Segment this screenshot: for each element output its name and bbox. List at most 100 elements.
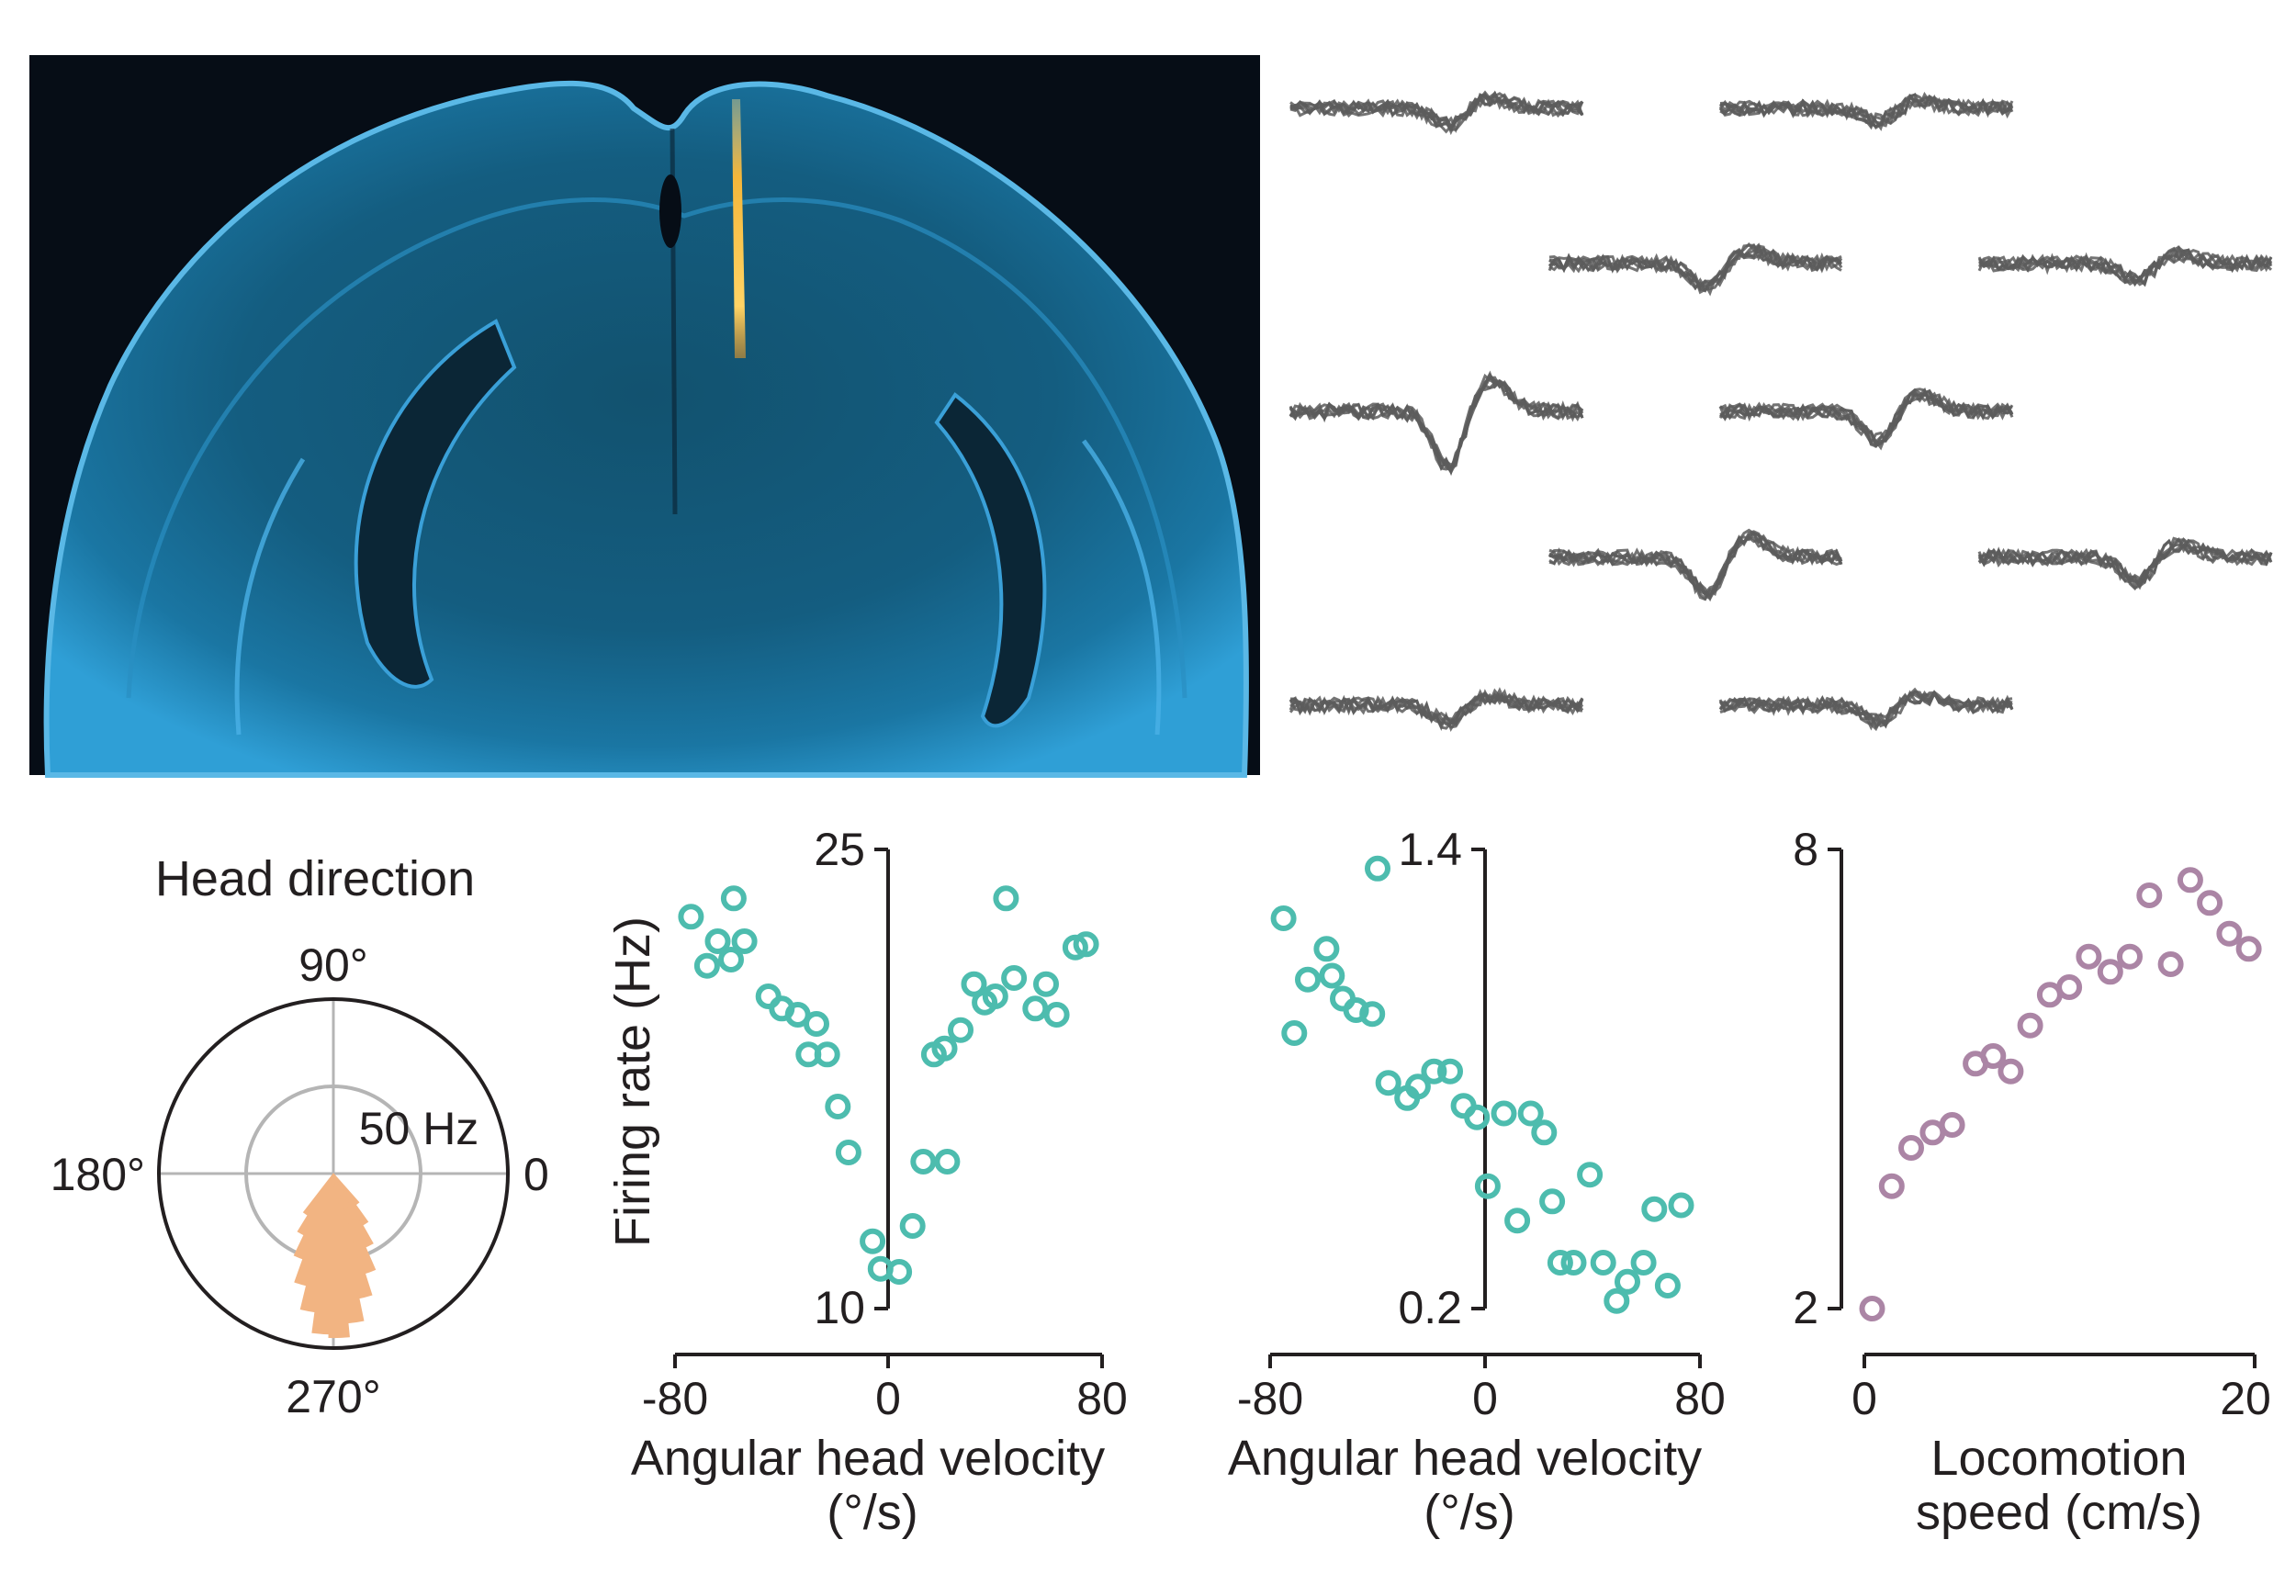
scatter1-point-11 — [814, 1041, 840, 1068]
scatter1-point-22 — [948, 1017, 974, 1043]
scatter2-x-label-line1: Angular head velocity — [1228, 1431, 1702, 1486]
cortex-boundary — [126, 197, 1187, 699]
scatter2-x-tick-label-2: 80 — [1674, 1373, 1726, 1424]
waveform-panel-5 — [1718, 387, 2014, 451]
polar-chart: Head direction 90° 180° 0 270° 50 Hz — [51, 851, 549, 1422]
waveform-panel-9 — [1718, 687, 2014, 732]
scatter2-point-18 — [1504, 1208, 1531, 1234]
scatter3-x-label-line2: speed (cm/s) — [1916, 1485, 2202, 1540]
scatter1-point-27 — [1001, 965, 1028, 991]
scatter2-x-label-line2: (°/s) — [1424, 1485, 1515, 1540]
scatter3-point-0 — [1859, 1296, 1885, 1321]
scatter1-point-30 — [1043, 1002, 1070, 1028]
scatter3-point-10 — [2056, 974, 2083, 1000]
scatter1-point-26 — [993, 885, 1019, 912]
polar-ring-label: 50 Hz — [359, 1103, 479, 1154]
scatter1-point-10 — [804, 1011, 829, 1037]
scatter3-y-tick-label-bottom: 2 — [1793, 1282, 1818, 1333]
scatter1-y-label: Firing rate (Hz) — [605, 916, 660, 1247]
dentate-gyrus-left — [234, 457, 306, 736]
scatter1-point-14 — [860, 1228, 886, 1254]
waveform-panel-3 — [1977, 245, 2273, 287]
ventricle — [659, 174, 681, 248]
scatter1-point-5 — [731, 928, 758, 954]
waveform-trace-8-1 — [1289, 689, 1584, 729]
scatter2-point-26 — [1604, 1287, 1630, 1314]
scatter1-point-3 — [718, 947, 744, 972]
scatter2-point-8 — [1365, 855, 1390, 882]
scatter2-point-2 — [1295, 966, 1321, 993]
scatter2-point-19 — [1517, 1100, 1544, 1127]
brain-section-image — [29, 55, 1260, 778]
waveform-trace-5-2 — [1719, 389, 2014, 449]
scatter2-point-25 — [1590, 1250, 1616, 1276]
scatter1-point-29 — [1033, 971, 1059, 997]
scatter1-y-tick-label-top: 25 — [814, 824, 865, 875]
scatter2-point-20 — [1531, 1119, 1558, 1146]
scatter1-point-23 — [961, 971, 987, 997]
waveform-trace-4-5 — [1289, 376, 1583, 476]
scatter1-point-18 — [910, 1149, 937, 1175]
scatter2-point-3 — [1313, 936, 1340, 962]
scatter2-point-23 — [1560, 1250, 1587, 1276]
polar-label-right: 0 — [523, 1149, 549, 1200]
scatter2-point-6 — [1343, 997, 1369, 1023]
scatter1-point-4 — [720, 885, 747, 912]
scatter1-point-21 — [934, 1149, 961, 1175]
scatter2-point-22 — [1547, 1250, 1573, 1276]
scatter2-x-tick-label-0: -80 — [1237, 1373, 1303, 1424]
scatter2-point-15 — [1464, 1104, 1491, 1130]
polar-title: Head direction — [155, 851, 475, 906]
polar-outer-ring — [157, 997, 510, 1350]
scatter1-points — [678, 885, 1099, 1285]
waveform-trace-1-5 — [1719, 93, 2014, 129]
scatter2-point-9 — [1375, 1070, 1401, 1096]
scatter1-x-label-line2: (°/s) — [827, 1485, 918, 1540]
brain-tissue — [43, 80, 1249, 778]
scatter2-point-29 — [1641, 1196, 1668, 1222]
scatter-speed: 0 20 Locomotion speed (cm/s) 8 2 — [1793, 824, 2271, 1540]
scatter2-point-17 — [1491, 1100, 1517, 1127]
waveform-trace-6-6 — [1548, 536, 1842, 601]
waveform-trace-0-6 — [1289, 90, 1584, 131]
scatter3-point-17 — [2197, 890, 2223, 916]
hippocampus-left — [354, 319, 517, 689]
hippocampus-right — [934, 392, 1047, 728]
scatter2-x-tick-label-1: 0 — [1472, 1373, 1498, 1424]
waveform-trace-6-4 — [1548, 528, 1842, 598]
scatter1-point-0 — [678, 904, 704, 930]
scatter-ahv-2: -80 0 80 Angular head velocity (°/s) 1.4… — [1228, 824, 1726, 1540]
scatter3-point-11 — [2076, 943, 2102, 970]
scatter1-point-13 — [835, 1140, 861, 1165]
waveform-trace-7-6 — [1977, 543, 2273, 590]
scatter3-point-7 — [1998, 1058, 2024, 1085]
waveform-panel-0 — [1289, 90, 1584, 136]
waveform-panel-1 — [1718, 91, 2014, 131]
scatter3-point-8 — [2017, 1012, 2043, 1039]
scatter1-point-12 — [825, 1094, 851, 1119]
waveform-trace-3-6 — [1977, 248, 2272, 287]
scatter3-point-2 — [1898, 1135, 1924, 1161]
waveform-panel-6 — [1548, 528, 1843, 602]
scatter3-points — [1859, 867, 2262, 1321]
scatter2-point-31 — [1668, 1192, 1694, 1219]
waveform-trace-8-4 — [1290, 688, 1584, 733]
waveform-panel-7 — [1977, 536, 2273, 591]
waveform-trace-4-6 — [1289, 380, 1584, 472]
scatter2-point-0 — [1270, 905, 1297, 931]
scatter2-point-27 — [1615, 1268, 1640, 1295]
waveform-trace-5-5 — [1719, 388, 2014, 451]
scatter3-x-label-line1: Locomotion — [1930, 1431, 2187, 1486]
scatter1-point-2 — [704, 928, 731, 954]
probe-track — [732, 99, 746, 358]
scatter3-x-tick-label-1: 20 — [2220, 1373, 2271, 1424]
scatter3-point-6 — [1980, 1043, 2007, 1069]
scatter2-y-tick-label-bottom: 0.2 — [1398, 1282, 1462, 1333]
scatter2-point-7 — [1359, 1001, 1386, 1028]
polar-label-left: 180° — [51, 1149, 145, 1200]
scatter3-point-19 — [2235, 936, 2262, 962]
scatter3-point-13 — [2117, 943, 2143, 970]
waveform-panel-2 — [1548, 242, 1843, 297]
scatter3-y-tick-label-top: 8 — [1793, 824, 1818, 875]
scatter1-x-tick-label-1: 0 — [875, 1373, 901, 1424]
